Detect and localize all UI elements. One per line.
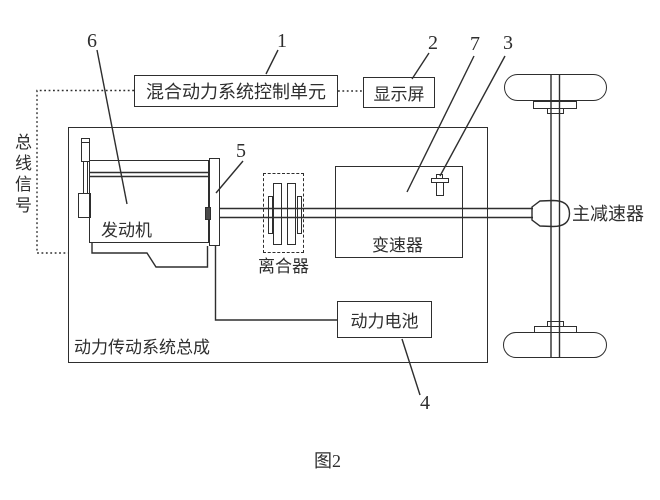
main-reducer-housing	[531, 199, 571, 228]
powertrain-assembly-box	[68, 127, 488, 363]
engine-attachment-upper	[81, 142, 90, 162]
leader-line-2	[411, 52, 430, 80]
display-label: 显示屏	[373, 85, 425, 104]
leader-line-4	[401, 338, 421, 396]
engine-label: 发动机	[101, 221, 152, 240]
ref-number-6: 6	[87, 30, 97, 52]
clutch-side-plate-right	[296, 196, 302, 234]
battery-label: 动力电池	[350, 312, 419, 331]
leader-line-5	[215, 160, 244, 194]
leader-line-1	[265, 49, 279, 75]
clutch-plate-left	[272, 183, 282, 245]
transmission-box	[335, 166, 463, 258]
ref-number-7: 7	[470, 33, 480, 55]
shaft-coupling-nub	[204, 206, 211, 220]
transmission-bolt-stem	[435, 182, 444, 196]
front-wheel	[504, 74, 607, 101]
engine-box	[89, 160, 209, 243]
ref-number-1: 1	[277, 30, 287, 52]
engine-flange	[209, 158, 220, 246]
leader-line-3	[439, 55, 506, 177]
powertrain-assembly-label: 动力传动系统总成	[74, 338, 210, 357]
battery-box: 动力电池	[337, 301, 432, 338]
rear-wheel	[503, 332, 607, 358]
transmission-label: 变速器	[372, 236, 423, 255]
control-unit-box: 混合动力系统控制单元	[134, 75, 338, 107]
clutch-label: 离合器	[258, 257, 309, 276]
bus-signal-dotted-line	[36, 89, 134, 254]
engine-attachment-rod	[83, 161, 88, 194]
engine-attachment-lower	[78, 193, 91, 218]
ref-number-2: 2	[428, 32, 438, 54]
control-unit-label: 混合动力系统控制单元	[146, 82, 326, 102]
bus-signal-label: 总线信号	[12, 133, 31, 217]
main-reducer-label: 主减速器	[572, 204, 644, 224]
leader-line-7	[406, 55, 475, 193]
rear-hub-wide	[534, 326, 577, 333]
front-hub-narrow	[547, 108, 564, 114]
battery-connection-line	[214, 246, 337, 321]
ref-number-4: 4	[420, 392, 430, 414]
figure-caption: 图2	[314, 451, 341, 471]
clutch-plate-right	[286, 183, 296, 245]
clutch-side-plate-left	[268, 196, 273, 234]
ref-number-3: 3	[503, 32, 513, 54]
display-box: 显示屏	[363, 77, 435, 108]
clutch-dashed-box	[263, 173, 304, 253]
ref-number-5: 5	[236, 140, 246, 162]
engine-oil-pan	[91, 243, 209, 268]
